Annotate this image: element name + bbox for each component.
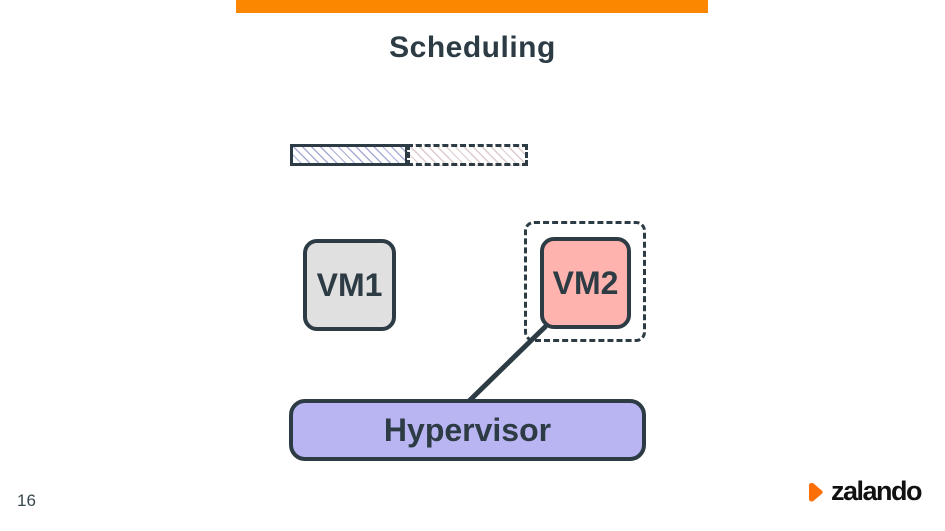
vm2-label: VM2 bbox=[552, 264, 619, 301]
vm1-box: VM1 bbox=[303, 239, 396, 331]
progress-remaining-segment bbox=[407, 144, 528, 166]
hypervisor-label: Hypervisor bbox=[383, 411, 552, 448]
vm1-label: VM1 bbox=[316, 266, 383, 303]
hypervisor-box: Hypervisor bbox=[289, 399, 646, 461]
vm2-selection-dashed-box bbox=[524, 221, 646, 342]
zalando-wordmark: zalando bbox=[831, 475, 923, 506]
progress-completed-segment bbox=[290, 144, 408, 166]
zalando-triangle-icon bbox=[808, 482, 823, 502]
slide-title: Scheduling bbox=[389, 31, 556, 64]
accent-bar bbox=[236, 0, 708, 13]
zalando-logo: zalando bbox=[806, 475, 923, 507]
vm2-box: VM2 bbox=[540, 237, 631, 329]
page-number: 16 bbox=[17, 491, 36, 510]
